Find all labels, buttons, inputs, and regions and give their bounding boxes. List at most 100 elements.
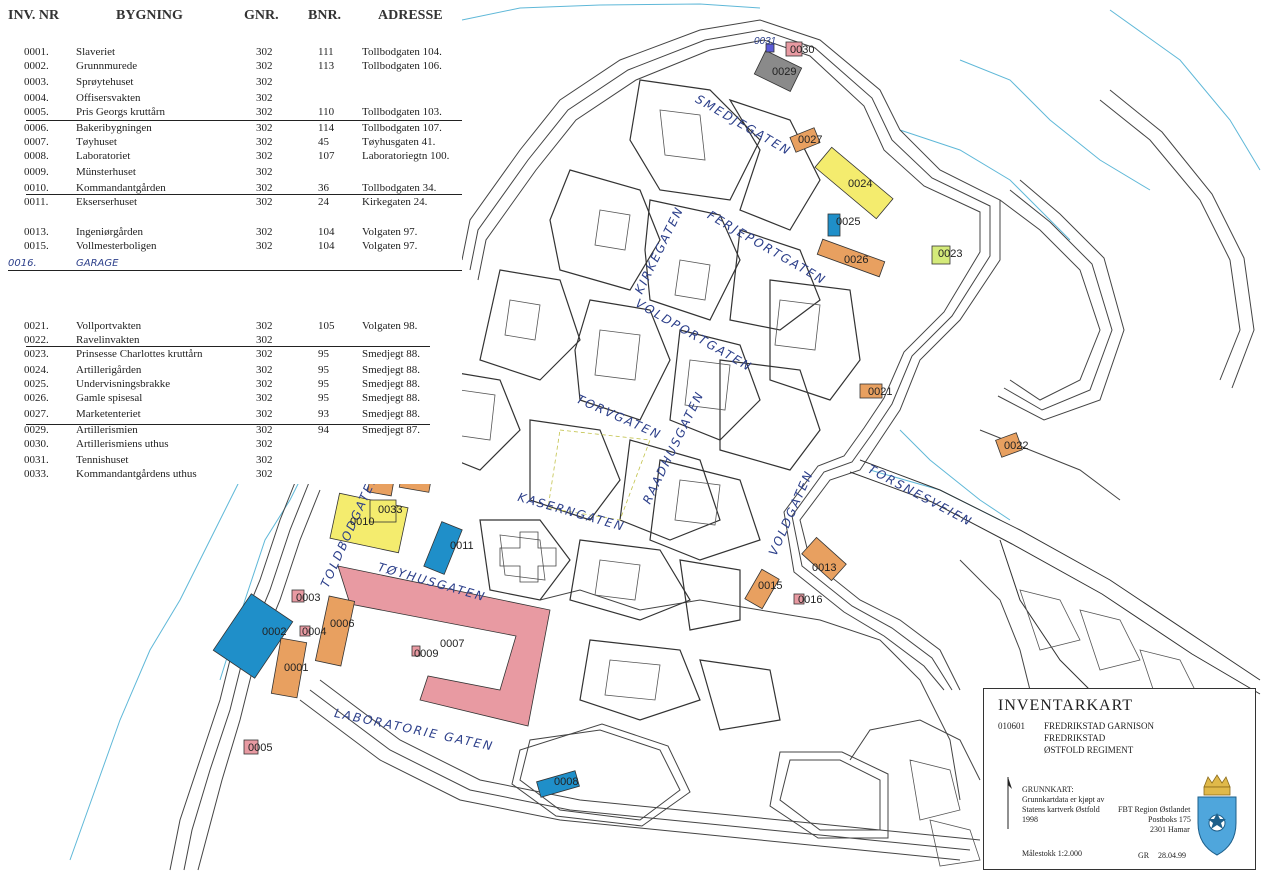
- separator-1: [26, 120, 462, 121]
- cell-bygning: Kommandantgården: [76, 182, 166, 194]
- cell-adresse: Volgaten 97.: [362, 226, 418, 238]
- cell-inv-nr: 0010.: [24, 182, 49, 194]
- fbt-line2: Postboks 175: [1148, 815, 1191, 824]
- cell-gnr: 302: [256, 320, 273, 332]
- cell-bnr: 95: [318, 364, 329, 376]
- cell-bygning: Artillerismien: [76, 424, 138, 436]
- building-outlines: [454, 109, 1201, 867]
- cell-gnr: 302: [256, 182, 273, 194]
- cell-bygning: Marketenteriet: [76, 408, 141, 420]
- inventory-buildings: [212, 41, 1023, 798]
- cell-bnr: 95: [318, 392, 329, 404]
- cell-gnr: 302: [256, 348, 273, 360]
- cell-inv-nr: 0023.: [24, 348, 49, 360]
- fbt-line3: 2301 Hamar: [1150, 825, 1190, 834]
- label-0023: 0023: [938, 248, 963, 260]
- cell-gnr: 302: [256, 92, 273, 104]
- cell-adresse: Tollbodgaten 107.: [362, 122, 442, 134]
- label-0013: 0013: [812, 562, 837, 574]
- north-arrow-icon: [1007, 777, 1012, 829]
- roads: [849, 459, 1261, 695]
- cell-inv-nr: 0029.: [24, 424, 49, 436]
- cell-adresse: Tollbodgaten 104.: [362, 46, 442, 58]
- cell-gnr: 302: [256, 454, 273, 466]
- cell-inv-nr: 0021.: [24, 320, 49, 332]
- building-0002: [212, 593, 294, 679]
- legend-title: INVENTARKART: [998, 697, 1134, 714]
- building-0011: [423, 521, 463, 575]
- cell-inv-nr: 0006.: [24, 122, 49, 134]
- cell-adresse: Smedjegt 88.: [362, 392, 421, 404]
- cell-bnr: 111: [318, 46, 334, 58]
- building-0013: [801, 536, 847, 582]
- separator-5: [26, 424, 430, 425]
- cell-gnr: 302: [256, 392, 273, 404]
- header-gnr: GNR.: [244, 8, 279, 23]
- label-0007: 0007: [440, 638, 465, 650]
- header-adresse: ADRESSE: [378, 8, 443, 23]
- cell-bnr: 110: [318, 106, 335, 118]
- cell-adresse: Kirkegaten 24.: [362, 196, 428, 208]
- cell-gnr: 302: [256, 76, 273, 88]
- cell-bygning: Laboratoriet: [76, 150, 131, 162]
- cell-bnr: 114: [318, 122, 335, 134]
- legend-line3: ØSTFOLD REGIMENT: [1044, 745, 1134, 755]
- cell-inv-nr: 0003.: [24, 76, 49, 88]
- building-0023: [931, 245, 951, 265]
- header-bnr: BNR.: [308, 8, 342, 23]
- map-legend: INVENTARKART 010601 FREDRIKSTAD GARNISON…: [983, 688, 1256, 870]
- cell-bnr: 94: [318, 424, 329, 436]
- cell-inv-nr: 0022.: [24, 334, 49, 346]
- label-0010: 0010: [350, 516, 375, 528]
- legend-gr: GR: [1138, 851, 1150, 860]
- table-row: 0003. Sprøytehuset 302: [0, 76, 462, 90]
- cell-bygning: Vollmesterboligen: [76, 240, 157, 252]
- cell-bygning: Ingeniørgården: [76, 226, 143, 238]
- cell-gnr: 302: [256, 166, 273, 178]
- cell-gnr: 302: [256, 60, 273, 72]
- legend-line1: FREDRIKSTAD GARNISON: [1044, 721, 1155, 731]
- cell-bnr: 105: [318, 320, 335, 332]
- cell-gnr: 302: [256, 424, 273, 436]
- cell-gnr: 302: [256, 468, 273, 480]
- cell-adresse: Laboratoriegtn 100.: [362, 150, 450, 162]
- cell-gnr: 302: [256, 196, 273, 208]
- grunnkart-line2: Statens kartverk Østfold: [1022, 805, 1100, 814]
- cell-bygning: Sprøytehuset: [76, 76, 134, 88]
- cell-gnr: 302: [256, 122, 273, 134]
- cell-inv-nr: 0008.: [24, 150, 49, 162]
- cell-bygning: Grunnmurede: [76, 60, 138, 72]
- cell-inv-nr: 0033.: [24, 468, 49, 480]
- label-0016: 0016: [798, 594, 823, 606]
- cell-gnr: 302: [256, 438, 273, 450]
- cell-gnr: 302: [256, 150, 273, 162]
- cell-gnr: 302: [256, 136, 273, 148]
- grunnkart-line1: Grunnkartdata er kjøpt av: [1022, 795, 1105, 804]
- cell-gnr: 302: [256, 106, 273, 118]
- label-0025: 0025: [836, 216, 861, 228]
- grunnkart-line3: 1998: [1022, 815, 1038, 824]
- building-0030: [785, 41, 803, 57]
- cell-gnr: 302: [256, 364, 273, 376]
- cell-inv-nr: 0030.: [24, 438, 49, 450]
- cell-bygning: Artillerismiens uthus: [76, 438, 169, 450]
- kaserngaten-monument: [499, 531, 557, 583]
- label-0001: 0001: [284, 662, 309, 674]
- label-0033: 0033: [378, 504, 403, 516]
- building-0001: [270, 637, 308, 699]
- cell-bygning: Undervisningsbrakke: [76, 378, 171, 390]
- label-0005: 0005: [248, 742, 273, 754]
- label-0029: 0029: [772, 66, 797, 78]
- label-0004: 0004: [302, 626, 327, 638]
- cell-bygning: Münsterhuset: [76, 166, 136, 178]
- label-0027: 0027: [798, 134, 823, 146]
- building-0015: [744, 568, 780, 610]
